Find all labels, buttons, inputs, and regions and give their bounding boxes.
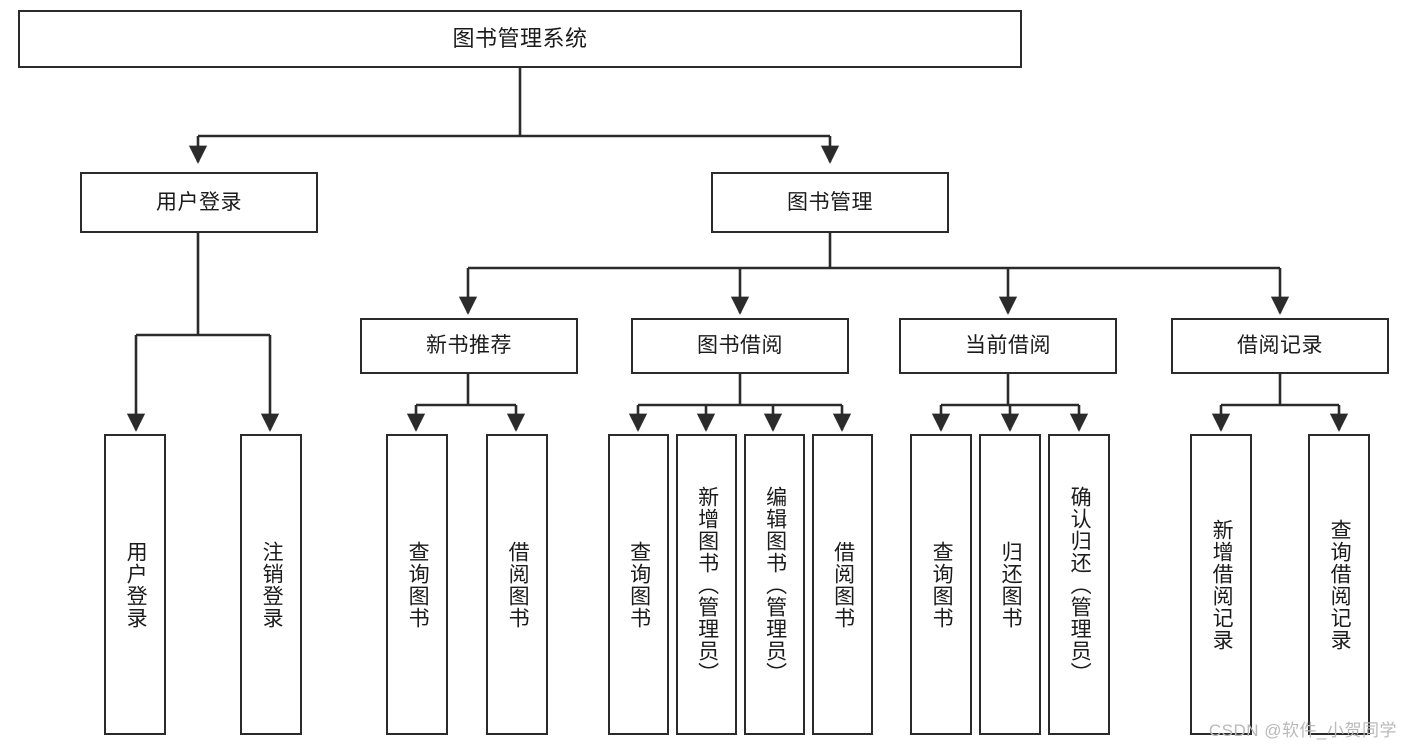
node-book-management[interactable]: 图书管理	[711, 172, 949, 233]
leaf-current-return-book[interactable]: 归还图书	[979, 434, 1041, 735]
node-label: 查询图书	[930, 540, 954, 629]
node-current-borrow[interactable]: 当前借阅	[899, 318, 1117, 374]
leaf-user-login-signout[interactable]: 注销登录	[240, 434, 302, 735]
node-label: 当前借阅	[965, 334, 1051, 358]
node-label: 借阅图书	[506, 540, 530, 629]
leaf-new-book-borrow[interactable]: 借阅图书	[486, 434, 548, 735]
node-label: 编辑图书（管理员）	[763, 485, 787, 684]
node-book-borrow[interactable]: 图书借阅	[631, 318, 849, 374]
leaf-current-query-book[interactable]: 查询图书	[910, 434, 972, 735]
node-label: 归还图书	[999, 540, 1023, 629]
node-label: 新增图书（管理员）	[695, 485, 719, 684]
node-label: 图书管理	[787, 190, 873, 214]
node-label: 查询图书	[406, 540, 430, 629]
leaf-borrow-edit-book-admin[interactable]: 编辑图书（管理员）	[744, 434, 805, 735]
node-label: 查询借阅记录	[1328, 518, 1352, 651]
leaf-user-login-signin[interactable]: 用户登录	[104, 434, 166, 735]
node-label: 注销登录	[260, 540, 284, 629]
leaf-records-add-record[interactable]: 新增借阅记录	[1190, 434, 1252, 735]
leaf-borrow-query-book[interactable]: 查询图书	[608, 434, 669, 735]
node-root-system[interactable]: 图书管理系统	[18, 10, 1022, 68]
leaf-borrow-add-book-admin[interactable]: 新增图书（管理员）	[676, 434, 737, 735]
node-label: 借阅记录	[1237, 334, 1323, 358]
node-new-book-recommend[interactable]: 新书推荐	[360, 318, 578, 374]
node-user-login[interactable]: 用户登录	[80, 172, 318, 233]
node-label: 新增借阅记录	[1210, 518, 1234, 651]
node-label: 用户登录	[124, 540, 148, 629]
watermark-text: CSDN @软件_小贺同学	[1208, 721, 1397, 740]
leaf-borrow-borrow-book[interactable]: 借阅图书	[812, 434, 873, 735]
node-label: 确认归还（管理员）	[1068, 485, 1092, 684]
leaf-records-query-record[interactable]: 查询借阅记录	[1308, 434, 1370, 735]
leaf-current-confirm-return-admin[interactable]: 确认归还（管理员）	[1048, 434, 1110, 735]
node-label: 查询图书	[627, 540, 651, 629]
node-label: 新书推荐	[426, 334, 512, 358]
node-label: 图书借阅	[697, 334, 783, 358]
node-label: 用户登录	[156, 190, 242, 214]
node-label: 图书管理系统	[452, 25, 588, 51]
node-label: 借阅图书	[831, 540, 855, 629]
leaf-new-book-query[interactable]: 查询图书	[386, 434, 448, 735]
node-borrow-records[interactable]: 借阅记录	[1171, 318, 1389, 374]
